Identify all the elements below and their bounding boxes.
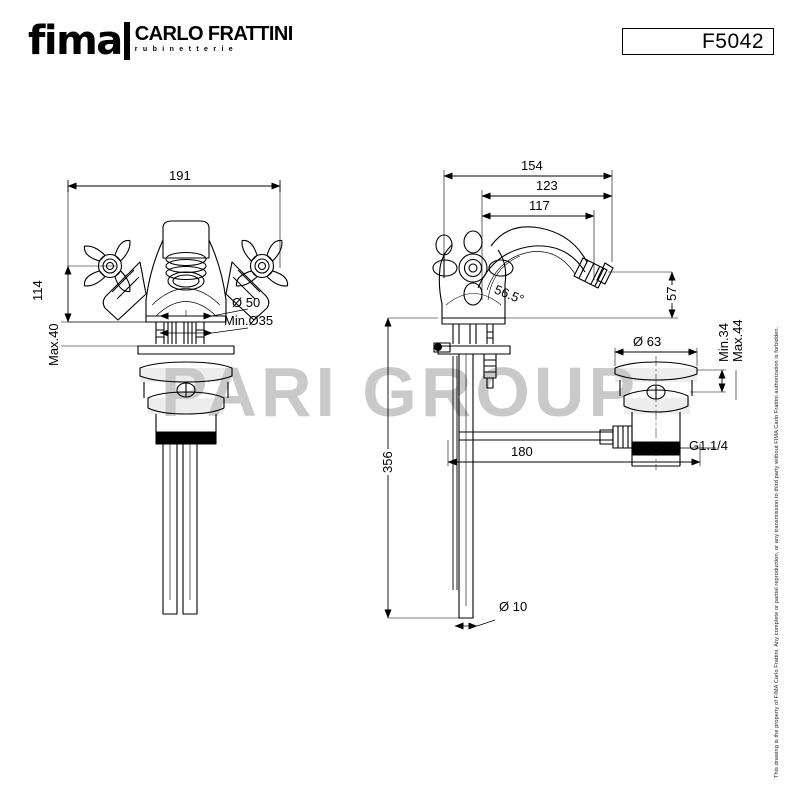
logo-divider-bar xyxy=(123,22,130,60)
side-view-geometry xyxy=(432,226,614,619)
product-code-text: F5042 xyxy=(701,29,764,53)
waste-detail-geometry xyxy=(599,356,698,470)
side-view-dimensions xyxy=(384,170,737,630)
dim-label-basin-thickness-max: Max.44 xyxy=(730,317,745,364)
copyright-notice: This drawing is the property of FIMA Car… xyxy=(774,326,780,778)
brand-logo: fima CARLO FRATTINI rubinetterie xyxy=(28,18,293,64)
page-header: fima CARLO FRATTINI rubinetterie F5042 xyxy=(0,0,800,80)
dim-label-rod-length: 180 xyxy=(509,444,535,459)
dim-label-body-diameter: Ø 50 xyxy=(232,295,261,310)
logo-carlo-frattini-text: CARLO FRATTINI xyxy=(134,23,293,45)
product-code-box: F5042 xyxy=(622,28,774,55)
logo-fima-text: fima xyxy=(28,18,123,64)
dim-label-thread-size: G1.1/4 xyxy=(689,438,729,453)
dim-label-rod-diameter: Ø 10 xyxy=(499,599,528,614)
logo-tagline-text: rubinetterie xyxy=(134,46,239,53)
dim-label-basin-thickness-min: Min.34 xyxy=(716,320,731,364)
dim-label-total-height: 356 xyxy=(380,449,395,475)
dim-label-spout-reach-inner: 117 xyxy=(527,198,552,213)
front-view-geometry xyxy=(83,220,289,615)
dim-label-handle-height: 114 xyxy=(30,278,45,303)
dim-label-hole-diameter-min: Min.Ø35 xyxy=(224,313,274,328)
dim-label-flange-diameter: Ø 63 xyxy=(631,334,664,349)
dim-label-spout-reach-mid: 123 xyxy=(534,178,560,193)
logo-wordmark-group: CARLO FRATTINI rubinetterie xyxy=(135,22,293,55)
dim-label-width-overall: 191 xyxy=(167,168,193,183)
dim-label-deck-thickness-max: Max.40 xyxy=(46,321,61,368)
dim-label-spout-reach-overall: 154 xyxy=(519,158,545,173)
front-view-dimensions xyxy=(51,180,281,347)
dim-label-spout-height: 57 xyxy=(664,284,679,303)
